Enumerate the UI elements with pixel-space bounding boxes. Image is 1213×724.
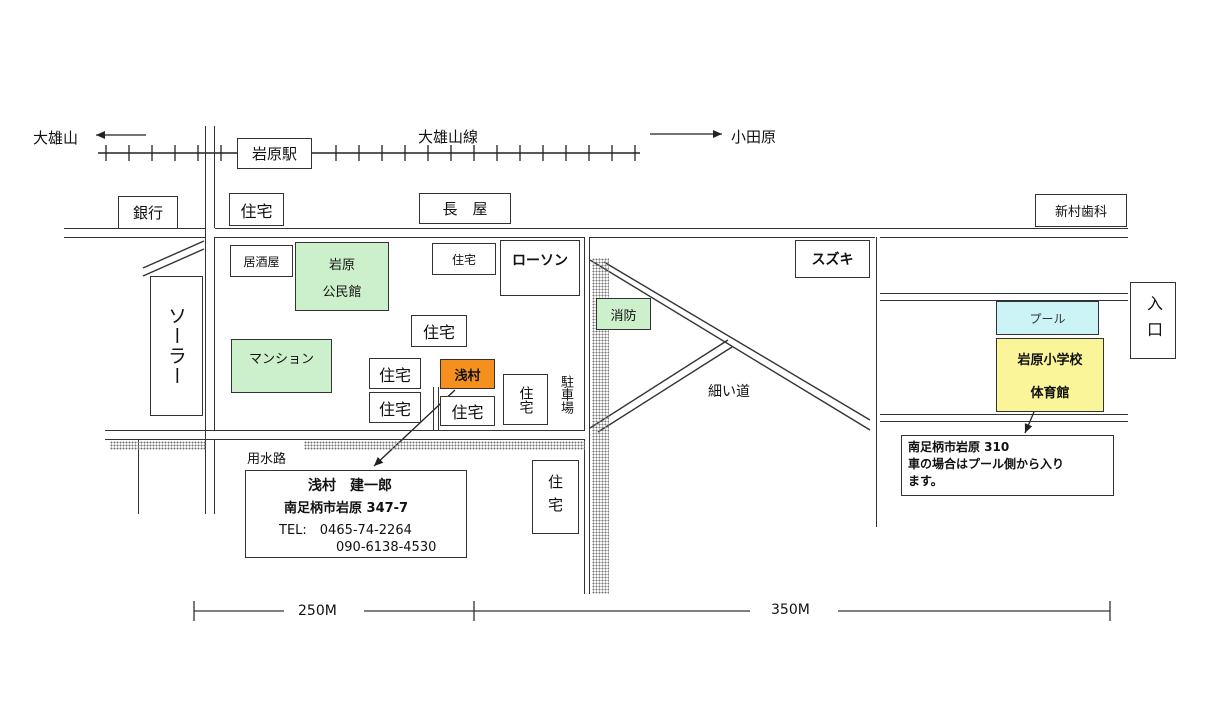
solar-panels: ソーラー bbox=[150, 276, 203, 416]
railway-track bbox=[98, 145, 640, 161]
narrow-road-lines bbox=[589, 259, 871, 433]
road-line bbox=[64, 237, 206, 239]
scale-bar bbox=[193, 601, 1111, 621]
house-south: 住宅 bbox=[532, 460, 579, 534]
school-gym: 岩原小学校 体育館 bbox=[996, 338, 1104, 412]
road-line bbox=[880, 414, 1128, 416]
road-line bbox=[438, 387, 440, 430]
road-line bbox=[214, 126, 216, 228]
label-odawara: 小田原 bbox=[731, 128, 777, 146]
solar-diagonal-road bbox=[142, 240, 205, 277]
school-note-line-2: ます。 bbox=[908, 474, 943, 488]
scale-right-label: 350M bbox=[771, 602, 810, 618]
info-mobile: 090-6138-4530 bbox=[336, 540, 437, 555]
road-line bbox=[584, 439, 586, 594]
fire-station: 消防 bbox=[596, 298, 651, 330]
pool: プール bbox=[996, 301, 1099, 335]
house-4: 住宅 bbox=[369, 392, 421, 423]
road-line bbox=[105, 430, 585, 432]
road-line bbox=[433, 387, 435, 430]
road-line bbox=[880, 300, 1128, 302]
house-3: 住宅 bbox=[369, 358, 421, 389]
suzuki: スズキ bbox=[795, 240, 870, 278]
asamura-info-box: 浅村 建一郎 南足柄市岩原 347-7 TEL: 0465-74-2264 09… bbox=[245, 470, 467, 558]
school-note-box: 南足柄市岩原 310 車の場合はプール側から入り ます。 bbox=[901, 435, 1114, 496]
scale-left-label: 250M bbox=[298, 603, 337, 619]
house-5: 住宅 bbox=[440, 396, 495, 426]
narrow-road-label: 細い道 bbox=[708, 384, 750, 400]
road-line bbox=[880, 421, 1128, 423]
dental-clinic: 新村歯科 bbox=[1035, 194, 1127, 227]
parking: 駐車場 bbox=[558, 375, 573, 414]
house-1: 住宅 bbox=[432, 243, 496, 275]
nagaya: 長 屋 bbox=[419, 193, 511, 224]
community-hall-label-2: 公民館 bbox=[322, 284, 362, 300]
road-line bbox=[105, 439, 585, 441]
label-line-name: 大雄山線 bbox=[418, 128, 479, 146]
house-6: 住宅 bbox=[503, 374, 548, 425]
info-tel: TEL: 0465-74-2264 bbox=[279, 523, 412, 538]
house-2: 住宅 bbox=[411, 315, 467, 347]
lawson: ローソン bbox=[500, 240, 580, 296]
road-line bbox=[214, 237, 216, 430]
label-daiyuzan: 大雄山 bbox=[33, 129, 79, 147]
river-vertical bbox=[592, 258, 609, 594]
info-name: 浅村 建一郎 bbox=[308, 478, 392, 494]
road-line bbox=[205, 126, 207, 514]
iwahara-station: 岩原駅 bbox=[237, 138, 312, 169]
community-hall-label-1: 岩原 bbox=[328, 257, 355, 273]
road-line bbox=[590, 237, 875, 239]
road-line bbox=[584, 237, 586, 430]
asamura-house: 浅村 bbox=[440, 359, 495, 389]
road-line bbox=[138, 439, 140, 514]
house-top: 住宅 bbox=[229, 193, 284, 226]
entrance: 入口 bbox=[1130, 282, 1176, 359]
school-address: 南足柄市岩原 310 bbox=[908, 440, 1010, 454]
bank: 銀行 bbox=[118, 196, 178, 229]
izakaya: 居酒屋 bbox=[230, 245, 293, 277]
road-line bbox=[214, 439, 216, 514]
info-address: 南足柄市岩原 347-7 bbox=[284, 501, 409, 516]
waterway-right bbox=[304, 441, 585, 450]
road-line bbox=[589, 237, 591, 594]
road-line bbox=[215, 237, 585, 239]
school-note-line-1: 車の場合はプール側から入り bbox=[908, 457, 1065, 471]
arrow-school-to-note bbox=[1024, 411, 1035, 434]
mansion: マンション bbox=[231, 339, 332, 393]
road-line bbox=[876, 237, 878, 527]
road-line bbox=[215, 228, 1128, 230]
school-name: 岩原小学校 bbox=[1017, 353, 1083, 368]
road-line bbox=[880, 237, 1128, 239]
community-hall: 岩原 公民館 bbox=[295, 242, 389, 311]
waterway-left bbox=[110, 441, 206, 450]
gym-name: 体育館 bbox=[1030, 386, 1070, 401]
waterway-label: 用水路 bbox=[247, 452, 287, 467]
road-line bbox=[880, 293, 1128, 295]
